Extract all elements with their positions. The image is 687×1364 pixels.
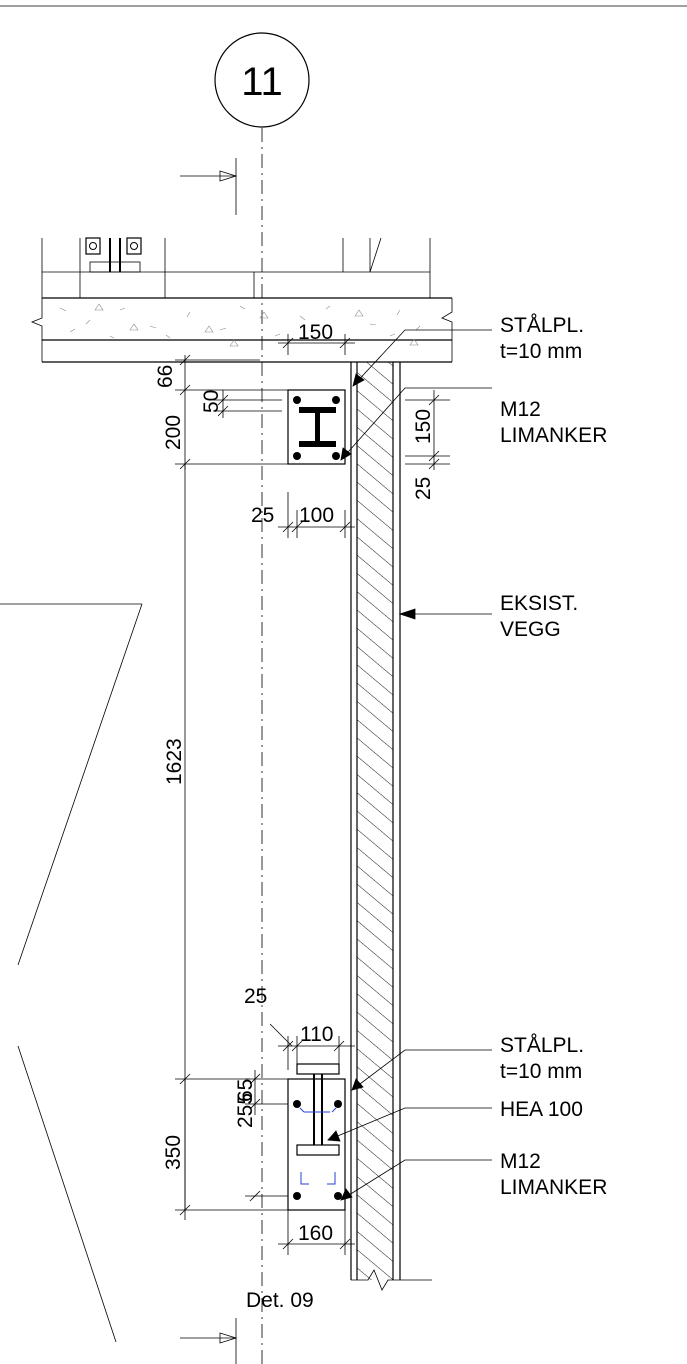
- dim-clear-100: 100: [299, 504, 334, 527]
- note-bot-anchor-1: M12: [500, 1150, 541, 1173]
- dim-bolt-edge-right: 25: [412, 477, 435, 500]
- dim-bottom-beam: 110: [300, 1023, 333, 1046]
- detail-ref: Det. 09: [246, 1289, 314, 1312]
- dim-bolt-spacing-right: 150: [412, 409, 435, 444]
- note-bot-plate-2: t=10 mm: [500, 1060, 582, 1083]
- note-bot-plate-1: STÅLPL.: [500, 1034, 584, 1057]
- note-top-plate-2: t=10 mm: [500, 340, 582, 363]
- leader-lines: [327, 329, 492, 1201]
- concrete-slab: [30, 297, 453, 363]
- dim-edge-top: 66: [154, 365, 177, 388]
- dim-bottom-a: 255: [234, 1093, 257, 1128]
- dim-bottom-plate-width: 160: [298, 1222, 333, 1245]
- bottom-steel-plate: [287, 1063, 346, 1211]
- grid-bubble: [214, 32, 310, 128]
- door-swing-lines: [0, 603, 143, 1343]
- note-beam: HEA 100: [500, 1098, 583, 1121]
- dim-edge-25-bottom: 25: [244, 985, 267, 1008]
- existing-wall: [350, 362, 432, 1291]
- floor-above: [41, 237, 431, 298]
- note-wall-2: VEGG: [500, 618, 561, 641]
- dim-bottom-b: 65: [234, 1079, 257, 1102]
- dim-span: 1623: [163, 738, 186, 785]
- dim-bottom-plate-height: 350: [162, 1135, 185, 1170]
- note-bot-anchor-2: LIMANKER: [500, 1176, 607, 1199]
- note-top-anchor-2: LIMANKER: [500, 424, 607, 447]
- dim-bolt-offset: 50: [200, 390, 223, 413]
- grid-label: 11: [241, 60, 283, 104]
- note-wall-1: EKSIST.: [500, 592, 578, 615]
- note-top-plate-1: STÅLPL.: [500, 314, 584, 337]
- dim-edge-25-top: 25: [251, 504, 274, 527]
- dimension-lines: [175, 334, 450, 1255]
- note-top-anchor-1: M12: [500, 398, 541, 421]
- section-marker-bottom: [180, 1318, 238, 1364]
- dim-top-plate-height: 200: [162, 415, 185, 450]
- dim-top-plate-width: 150: [298, 321, 333, 344]
- top-steel-plate: [287, 389, 346, 465]
- section-marker-top: [180, 158, 238, 215]
